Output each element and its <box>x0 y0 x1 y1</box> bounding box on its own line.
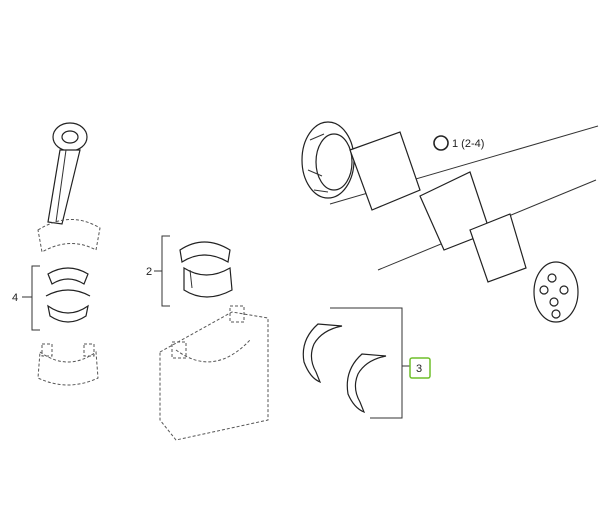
callout-label-1: 1 (2-4) <box>452 138 484 150</box>
callout-label-4: 4 <box>12 292 18 304</box>
rod-bearing-shells <box>45 267 91 323</box>
callout-label-2: 2 <box>146 266 152 278</box>
main-bearing-cap <box>159 305 269 441</box>
callout-highlight-box[interactable] <box>409 357 431 379</box>
callout-label-3[interactable]: 3 <box>416 363 422 375</box>
callout-marker-circle <box>433 135 449 151</box>
connecting-rod-illustration <box>37 122 101 253</box>
connecting-rod-cap <box>37 343 99 386</box>
crankshaft-illustration <box>301 121 599 323</box>
callout-bracket-3 <box>330 307 410 419</box>
callout-bracket-4 <box>22 265 40 331</box>
main-bearing-shells <box>179 241 233 298</box>
callout-bracket-2 <box>154 235 170 307</box>
thrust-washers <box>302 323 387 414</box>
